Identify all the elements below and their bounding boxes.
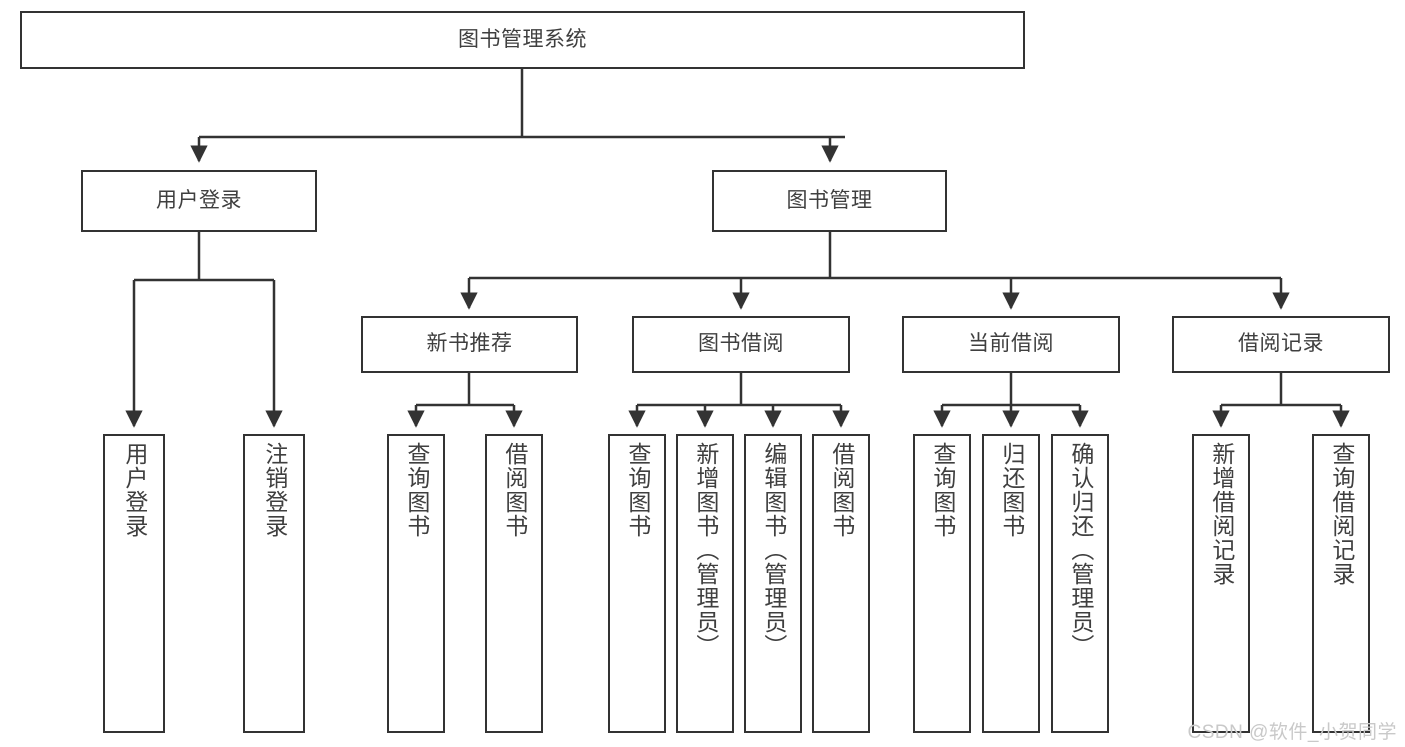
node-new-book-recommend-label: 新书推荐: [426, 332, 513, 356]
leaf-add-book[interactable]: 新增图书（管理员）: [676, 434, 734, 733]
node-book-management[interactable]: 图书管理: [712, 170, 947, 232]
node-new-book-recommend[interactable]: 新书推荐: [361, 316, 578, 373]
node-user-login[interactable]: 用户登录: [81, 170, 317, 232]
leaf-borrow-book-1[interactable]: 借阅图书: [485, 434, 543, 733]
leaf-query-book-3[interactable]: 查询图书: [913, 434, 971, 733]
leaf-borrow-book-2-label: 借阅图书: [828, 442, 855, 538]
leaf-borrow-book-2[interactable]: 借阅图书: [812, 434, 870, 733]
leaf-edit-book-label: 编辑图书（管理员）: [760, 442, 787, 658]
leaf-add-record[interactable]: 新增借阅记录: [1192, 434, 1250, 733]
node-book-borrow[interactable]: 图书借阅: [632, 316, 850, 373]
leaf-query-record[interactable]: 查询借阅记录: [1312, 434, 1370, 733]
node-current-borrow[interactable]: 当前借阅: [902, 316, 1120, 373]
watermark-text: CSDN @软件_小贺同学: [1187, 722, 1397, 743]
leaf-query-book-1-label: 查询图书: [403, 442, 430, 538]
leaf-query-book-1[interactable]: 查询图书: [387, 434, 445, 733]
leaf-edit-book[interactable]: 编辑图书（管理员）: [744, 434, 802, 733]
node-borrow-record[interactable]: 借阅记录: [1172, 316, 1390, 373]
leaf-return-book[interactable]: 归还图书: [982, 434, 1040, 733]
node-book-management-label: 图书管理: [786, 188, 873, 212]
node-book-borrow-label: 图书借阅: [698, 332, 784, 356]
leaf-query-book-2-label: 查询图书: [624, 442, 651, 538]
leaf-user-login[interactable]: 用户登录: [103, 434, 165, 733]
leaf-borrow-book-1-label: 借阅图书: [501, 442, 528, 538]
leaf-confirm-return-label: 确认归还（管理员）: [1067, 442, 1094, 658]
node-user-login-label: 用户登录: [156, 188, 242, 212]
node-current-borrow-label: 当前借阅: [968, 332, 1054, 356]
node-borrow-record-label: 借阅记录: [1238, 332, 1324, 356]
leaf-user-login-label: 用户登录: [121, 442, 148, 538]
node-root[interactable]: 图书管理系统: [20, 11, 1025, 69]
node-root-label: 图书管理系统: [458, 27, 587, 51]
leaf-user-logout-label: 注销登录: [261, 442, 288, 538]
leaf-add-record-label: 新增借阅记录: [1208, 442, 1235, 586]
leaf-return-book-label: 归还图书: [998, 442, 1025, 538]
leaf-confirm-return[interactable]: 确认归还（管理员）: [1051, 434, 1109, 733]
leaf-add-book-label: 新增图书（管理员）: [692, 442, 719, 658]
leaf-query-record-label: 查询借阅记录: [1328, 442, 1355, 586]
leaf-query-book-2[interactable]: 查询图书: [608, 434, 666, 733]
leaf-user-logout[interactable]: 注销登录: [243, 434, 305, 733]
leaf-query-book-3-label: 查询图书: [929, 442, 956, 538]
